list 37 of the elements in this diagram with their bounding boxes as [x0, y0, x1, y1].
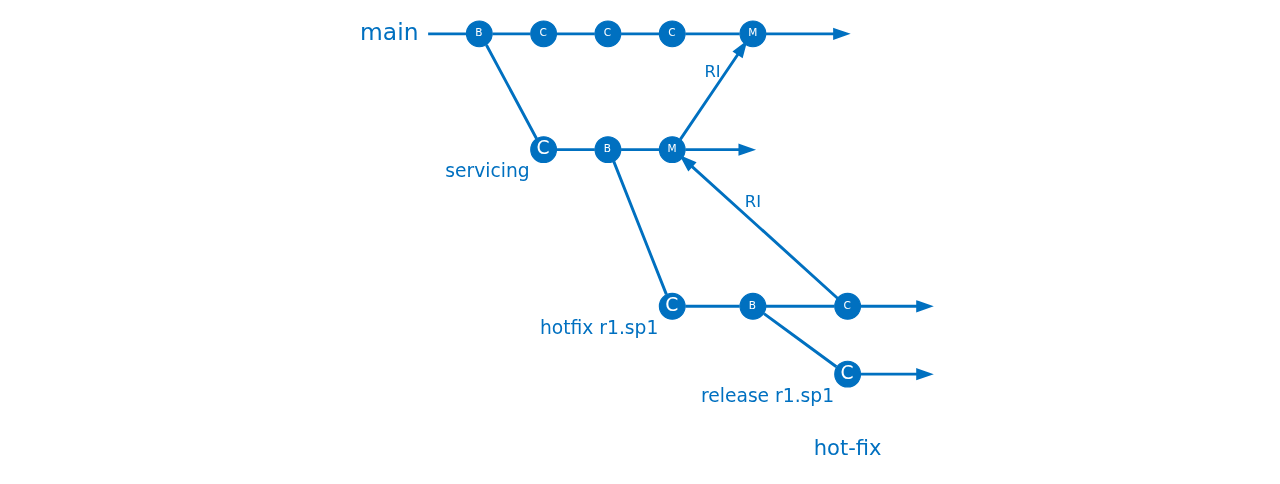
connector: [556, 148, 595, 152]
arrow: [684, 143, 756, 156]
node-label: release r1.sp1: [700, 384, 834, 406]
node-label: hotfix r1.sp1: [539, 317, 658, 339]
arrow: [860, 368, 934, 381]
connector: [684, 304, 740, 308]
connector: [762, 312, 837, 368]
connector: [620, 32, 659, 36]
connector: [620, 148, 659, 152]
node-circle: C: [529, 20, 557, 48]
node-circle: M: [738, 20, 766, 48]
edge-label: RI: [703, 62, 721, 82]
node-circle: C: [658, 20, 686, 48]
arrow: [678, 155, 838, 300]
node-circle: C: [593, 20, 621, 48]
node-text: main: [359, 17, 418, 46]
connector: [611, 160, 668, 295]
arrow: [860, 300, 934, 313]
node-circle: C: [529, 136, 557, 164]
connector: [491, 32, 531, 36]
arrow: [678, 40, 747, 141]
connector: [765, 304, 835, 308]
arrow: [765, 27, 851, 40]
node-label: servicing: [444, 160, 530, 182]
label: hot-fix: [813, 435, 881, 461]
node-circle: M: [658, 136, 686, 164]
connector: [684, 32, 740, 36]
node-circle: C: [833, 292, 861, 320]
node-circle: B: [738, 292, 766, 320]
connector: [427, 32, 466, 36]
node-circle: C: [833, 360, 861, 388]
edge-label: RI: [744, 192, 761, 212]
node-circle: B: [465, 20, 493, 48]
node-circle: C: [658, 292, 686, 320]
connector: [556, 32, 595, 36]
node-circle: B: [593, 136, 621, 164]
connector: [484, 44, 538, 140]
